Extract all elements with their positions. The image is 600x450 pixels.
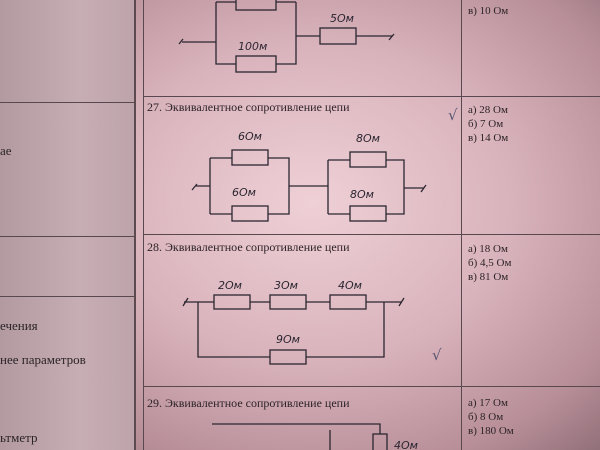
resistor bbox=[235, 0, 277, 11]
answer-option: в) 10 Ом bbox=[468, 5, 509, 17]
resistor bbox=[372, 433, 388, 450]
check-mark: √ bbox=[432, 346, 442, 364]
resistor-label: 6Ом bbox=[232, 186, 256, 199]
left-divider bbox=[0, 236, 134, 237]
answer-option: а) 17 Ом bbox=[468, 397, 508, 409]
resistor bbox=[349, 151, 387, 168]
answer-option: в) 81 Ом bbox=[468, 271, 509, 283]
left-fragment: ае bbox=[0, 143, 12, 158]
left-fragment: ьтметр bbox=[0, 430, 38, 445]
resistor bbox=[235, 55, 277, 73]
check-mark: √ bbox=[448, 106, 458, 124]
resistor bbox=[349, 205, 387, 222]
answer-option: в) 180 Ом bbox=[468, 425, 514, 437]
terminal bbox=[178, 33, 395, 45]
circuit-29: 4Ом bbox=[212, 423, 418, 450]
row-divider bbox=[143, 386, 600, 387]
resistor bbox=[231, 205, 269, 222]
answer-option: а) 28 Ом bbox=[468, 104, 508, 116]
left-divider bbox=[0, 102, 134, 103]
resistor-label: 100м bbox=[238, 40, 267, 53]
resistor-label: 8Ом bbox=[356, 132, 380, 145]
resistor-label: 3Ом bbox=[274, 279, 298, 292]
question-27-title: 27. Эквивалентное сопротивление цепи bbox=[147, 100, 350, 114]
answer-option: б) 8 Ом bbox=[468, 411, 504, 423]
question-29-title: 29. Эквивалентное сопротивление цепи bbox=[147, 396, 350, 410]
wire bbox=[182, 35, 392, 43]
resistor-label: 6Ом bbox=[238, 130, 262, 143]
resistor bbox=[231, 149, 269, 166]
resistor bbox=[213, 294, 251, 310]
resistor bbox=[269, 294, 307, 310]
wire bbox=[289, 159, 424, 215]
resistor bbox=[319, 27, 357, 45]
left-divider bbox=[0, 296, 134, 297]
wire bbox=[197, 302, 385, 358]
circuit-28: 2Ом 3Ом 4Ом 9Ом bbox=[182, 279, 405, 365]
top-circuit: 100м 5Ом bbox=[178, 0, 395, 73]
terminal bbox=[191, 183, 427, 193]
row-divider bbox=[143, 234, 600, 235]
answer-list-top: в) 10 Ом bbox=[468, 4, 508, 18]
table-column-divider bbox=[461, 0, 462, 450]
answer-list-28: а) 18 Ом б) 4,5 Ом в) 81 Ом bbox=[468, 242, 511, 284]
answer-option: б) 7 Ом bbox=[468, 118, 504, 130]
terminal bbox=[182, 297, 405, 307]
question-28-title: 28. Эквивалентное сопротивление цепи bbox=[147, 240, 350, 254]
answer-option: а) 18 Ом bbox=[468, 243, 508, 255]
row-divider bbox=[143, 96, 600, 97]
wire bbox=[196, 157, 290, 215]
answer-option: в) 14 Ом bbox=[468, 132, 509, 144]
table-left-border bbox=[143, 0, 144, 450]
resistor-label: 2Ом bbox=[218, 279, 242, 292]
left-fragment: ечения bbox=[0, 318, 38, 333]
answer-option: б) 4,5 Ом bbox=[468, 257, 512, 269]
answer-list-29: а) 17 Ом б) 8 Ом в) 180 Ом bbox=[468, 396, 514, 438]
left-fragment: нее параметров bbox=[0, 352, 86, 367]
resistor-label: 5Ом bbox=[330, 12, 354, 25]
resistor-label: 9Ом bbox=[276, 333, 300, 346]
answer-list-27: а) 28 Ом б) 7 Ом в) 14 Ом bbox=[468, 103, 508, 145]
resistor bbox=[269, 349, 307, 365]
wire bbox=[212, 423, 381, 450]
circuit-27: 6Ом 6Ом 8Ом 8Ом bbox=[191, 130, 427, 222]
left-page: ае ечения нее параметров ьтметр bbox=[0, 0, 136, 450]
resistor-label: 8Ом bbox=[350, 188, 374, 201]
resistor bbox=[329, 294, 367, 310]
resistor-label: 4Ом bbox=[394, 439, 418, 450]
resistor-label: 4Ом bbox=[338, 279, 362, 292]
wire bbox=[215, 1, 297, 65]
